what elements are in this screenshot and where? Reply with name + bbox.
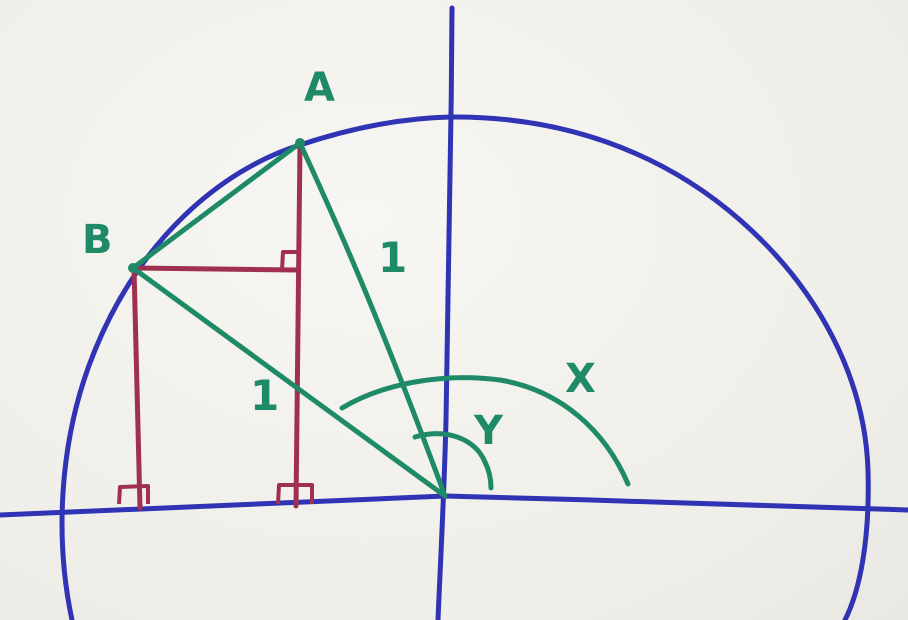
b-vertical-projection — [131, 265, 143, 511]
oa-length-label: 1 — [378, 233, 407, 282]
segment-ob — [130, 265, 448, 499]
ob-length-label: 1 — [250, 371, 279, 420]
b-horizontal-connector — [131, 265, 300, 273]
angle-x-label: X — [565, 356, 596, 402]
angle-x-arc — [339, 375, 631, 487]
angle-y-label: Y — [473, 408, 504, 454]
x-axis — [0, 493, 908, 518]
unit-circle — [59, 114, 871, 620]
right-angle-marker-a — [276, 483, 314, 505]
segment-ab — [130, 140, 303, 271]
y-axis — [435, 5, 455, 620]
point-b-label: B — [82, 217, 113, 263]
point-a-label: A — [304, 65, 335, 111]
projection-lines — [131, 142, 303, 511]
right-angle-markers — [117, 250, 314, 505]
triangle-lines — [130, 140, 448, 499]
point-a — [295, 138, 305, 148]
right-angle-marker-b — [117, 484, 150, 505]
a-vertical-projection — [293, 142, 303, 509]
segment-oa — [297, 140, 448, 499]
angle-y-arc — [412, 431, 494, 491]
right-angle-marker-mid — [280, 250, 298, 271]
point-b — [128, 263, 138, 273]
